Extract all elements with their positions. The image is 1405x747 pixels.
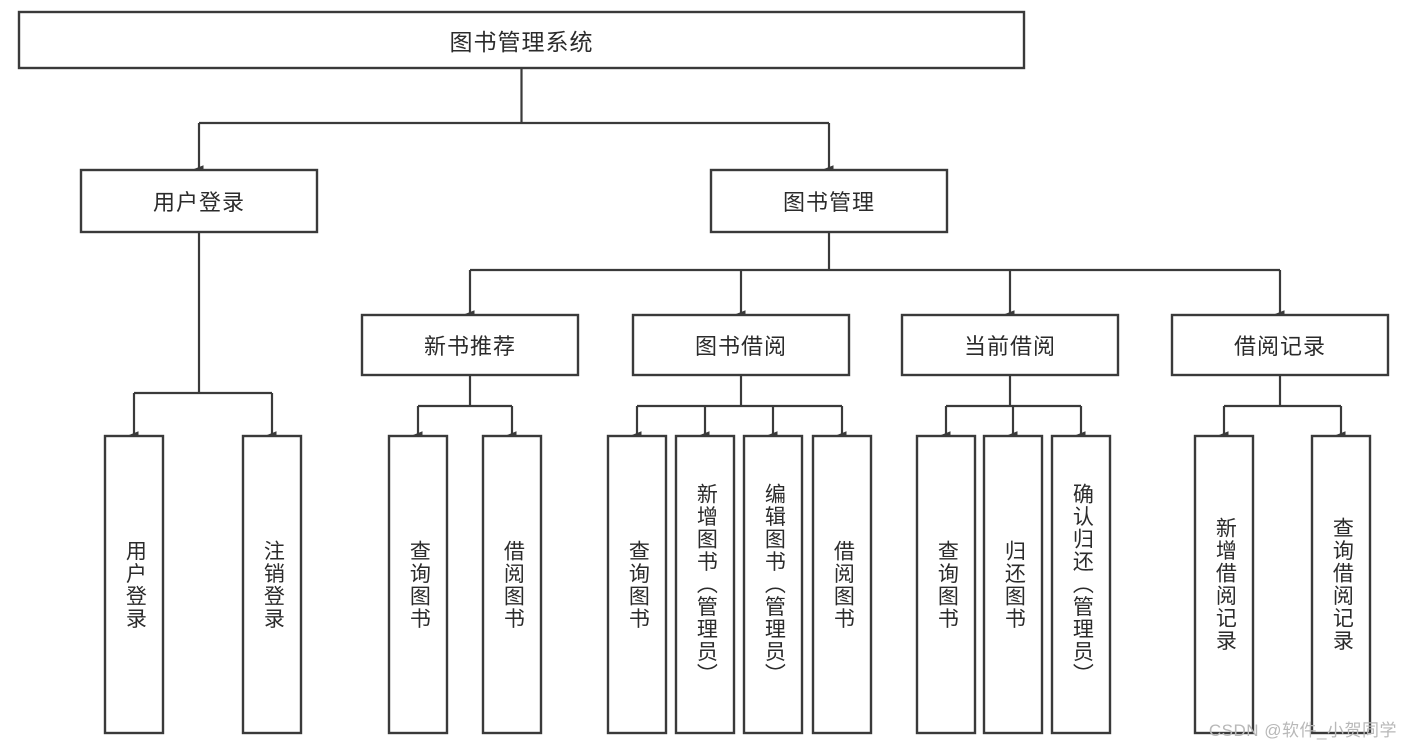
node-box-book-management	[709, 168, 949, 234]
node-box-book-borrow	[631, 313, 851, 377]
node-box-leaf-add-record	[1193, 434, 1255, 735]
node-box-leaf-edit-book	[742, 434, 804, 735]
node-box-leaf-borrow-book-2	[811, 434, 873, 735]
node-box-user-login	[79, 168, 319, 234]
node-box-leaf-query-book-2	[606, 434, 668, 735]
node-box-leaf-borrow-book-1	[481, 434, 543, 735]
watermark-text: CSDN @软件_小贺同学	[1208, 721, 1397, 740]
node-box-leaf-add-book	[674, 434, 736, 735]
connector-layer	[129, 68, 1346, 439]
node-box-leaf-query-record	[1310, 434, 1372, 735]
node-box-leaf-query-book-1	[387, 434, 449, 735]
node-box-leaf-return-book	[982, 434, 1044, 735]
node-box-new-book-recommend	[360, 313, 580, 377]
box-layer	[17, 10, 1390, 735]
node-box-leaf-confirm-return	[1050, 434, 1112, 735]
node-box-leaf-user-login	[103, 434, 165, 735]
node-box-borrow-record	[1170, 313, 1390, 377]
node-box-leaf-user-logout	[241, 434, 303, 735]
node-box-root	[17, 10, 1026, 70]
node-box-leaf-query-book-3	[915, 434, 977, 735]
node-box-current-borrow	[900, 313, 1120, 377]
